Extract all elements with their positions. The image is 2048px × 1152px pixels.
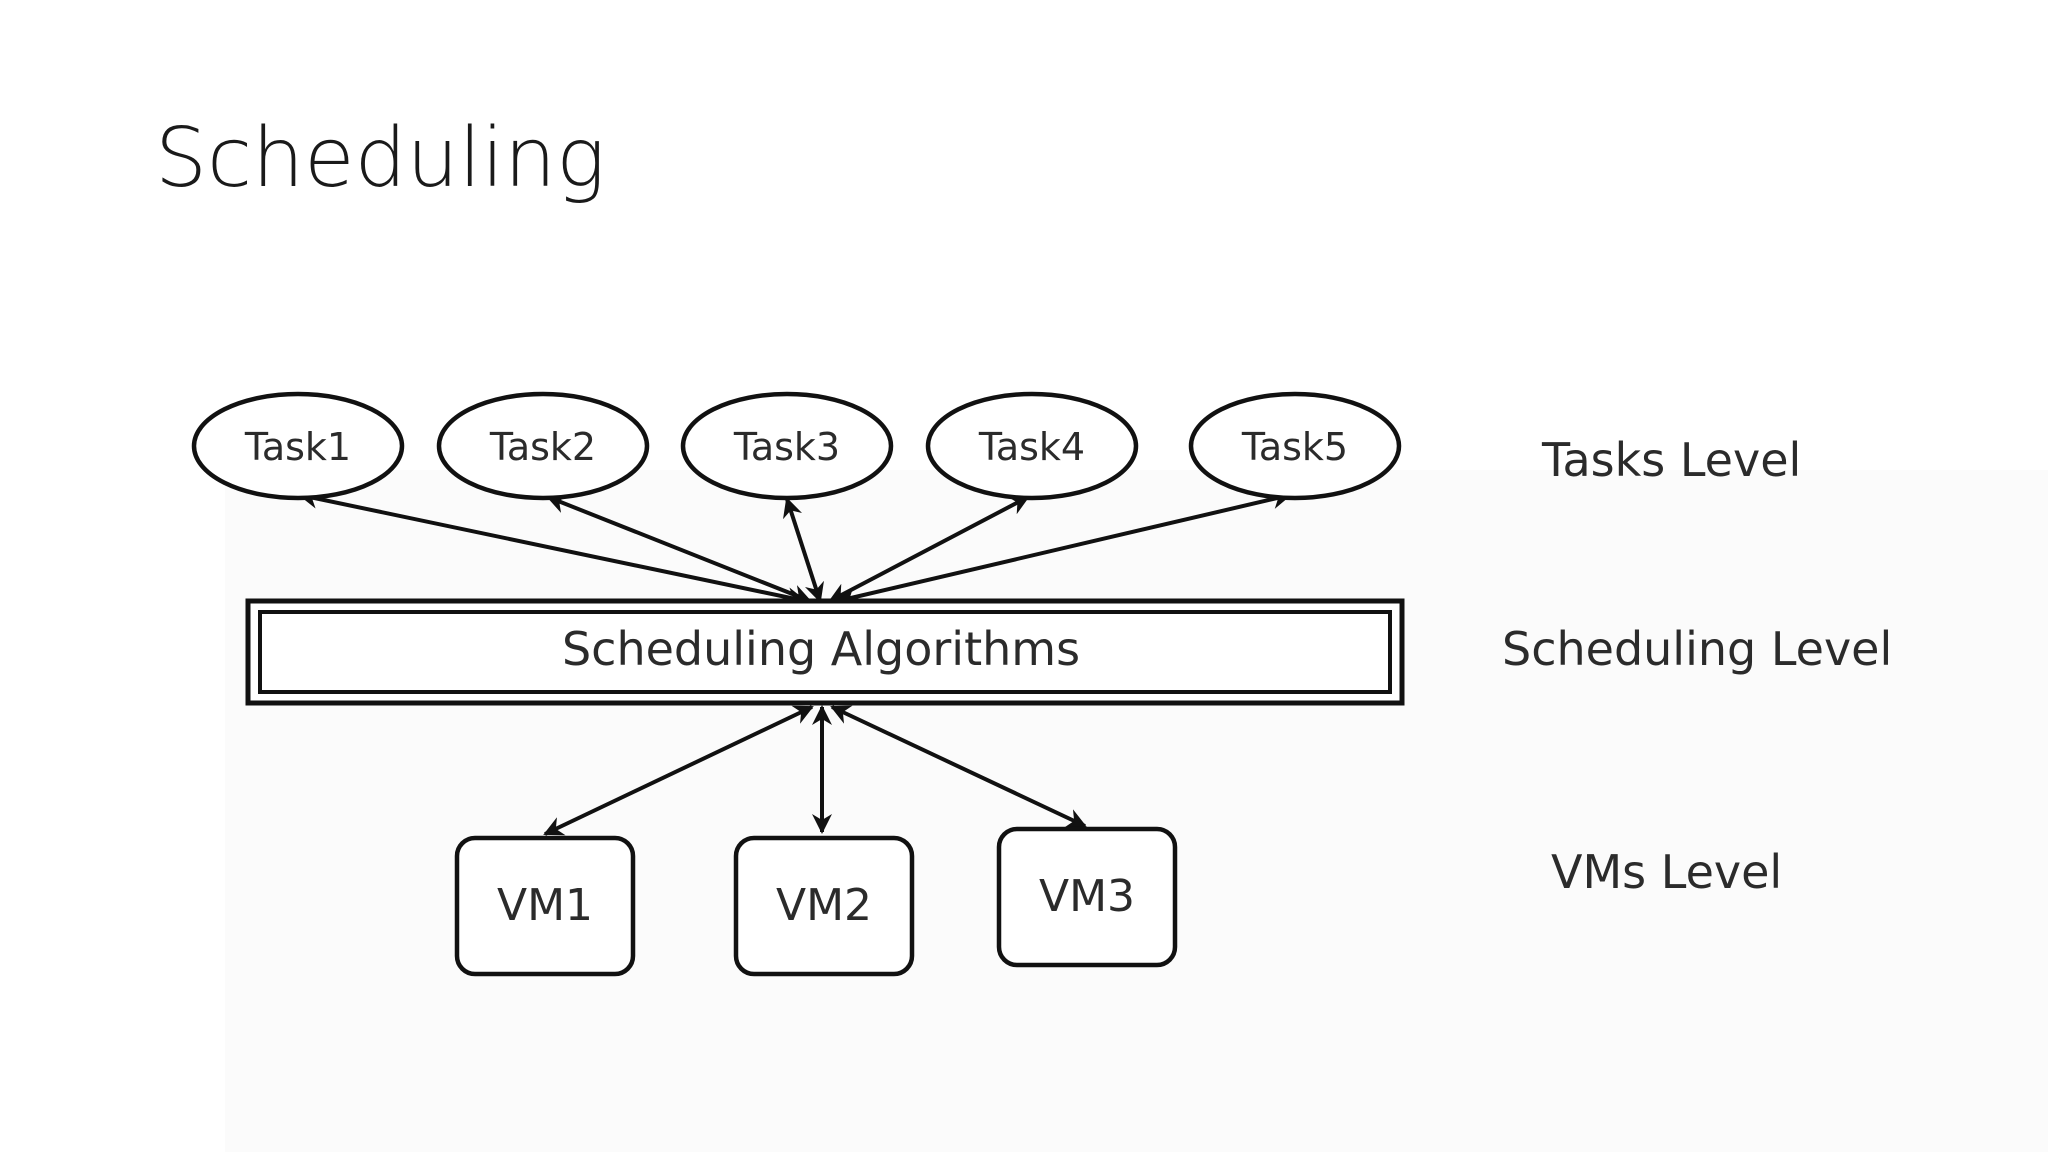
task-node: Task4 — [925, 391, 1139, 501]
edge-task2 — [546, 494, 812, 604]
vm-label: VM2 — [776, 880, 872, 931]
task-label: Task1 — [244, 425, 351, 469]
tasks-level-label: Tasks Level — [1541, 433, 1801, 487]
scheduler-box: Scheduling Algorithms — [245, 598, 1405, 706]
edge-task4 — [828, 495, 1030, 603]
task-label: Task5 — [1241, 425, 1348, 469]
vm-node: VM3 — [996, 826, 1178, 968]
vm-label: VM3 — [1039, 871, 1135, 922]
edge-vm1 — [543, 705, 814, 836]
task-label: Task3 — [733, 425, 840, 469]
edge-task5 — [836, 489, 1292, 607]
task-label: Task2 — [489, 425, 596, 469]
scheduler-label: Scheduling Algorithms — [562, 622, 1080, 676]
scheduling-level-label: Scheduling Level — [1502, 622, 1892, 676]
vm-edges — [543, 705, 1087, 836]
vm-nodes: VM1 VM2 VM3 — [454, 826, 1178, 977]
task-node: Task5 — [1188, 391, 1402, 501]
task-label: Task4 — [978, 425, 1085, 469]
level-labels: Tasks Level Scheduling Level VMs Level — [1502, 433, 1892, 899]
task-edges — [298, 488, 1292, 608]
slide-title: Scheduling — [155, 111, 606, 206]
edge-vm3 — [830, 705, 1087, 828]
task-node: Task2 — [436, 391, 650, 501]
vm-node: VM1 — [454, 835, 636, 977]
edge-task3 — [783, 497, 824, 603]
vm-label: VM1 — [497, 880, 593, 931]
edge-task1 — [298, 488, 807, 608]
vm-node: VM2 — [733, 835, 915, 977]
task-node: Task1 — [191, 391, 405, 501]
vms-level-label: VMs Level — [1551, 845, 1782, 899]
task-nodes: Task1 Task2 Task3 Task4 Task5 — [191, 391, 1402, 501]
task-node: Task3 — [680, 391, 894, 501]
